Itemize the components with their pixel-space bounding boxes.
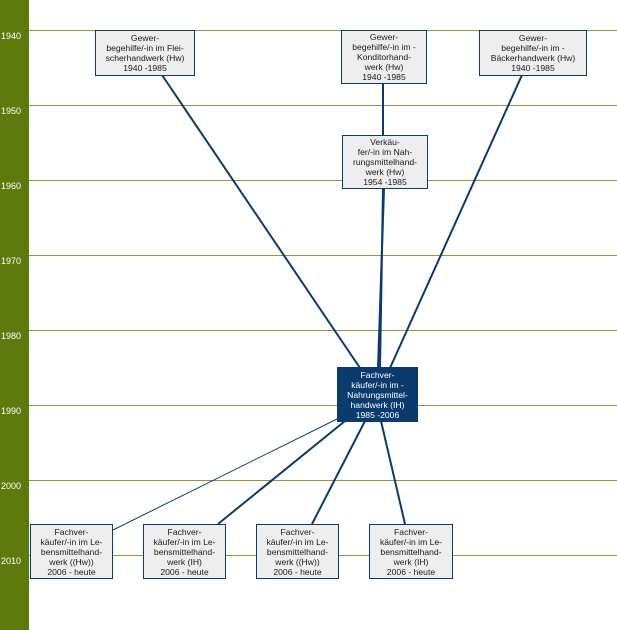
timeline-sidebar — [0, 0, 29, 630]
edge-konditor-center — [377, 188, 385, 369]
node-title: Fachver- käufer/-in im Le- bensmittelhan… — [266, 526, 329, 567]
edge-fleischer-center — [161, 74, 361, 369]
year-label-2000: 2000 — [1, 481, 22, 491]
node-period: 2006 - heute — [160, 566, 209, 577]
node-title: Fachver- käufer/-in im Le- bensmittelhan… — [379, 526, 443, 567]
edge-center-leb-ih-2 — [380, 420, 406, 525]
node-period: 2006 - heute — [47, 566, 96, 577]
node-fachverkaeufer-lebensmittelhandwerk-ih-1[interactable]: Fachver- käufer/-in im Le- bensmittelhan… — [143, 524, 226, 579]
year-label-1950: 1950 — [1, 106, 22, 116]
node-period: 1940 -1985 — [362, 72, 406, 82]
node-title: Fachver- käufer/-in im Le- bensmittelhan… — [40, 526, 103, 567]
year-label-1990: 1990 — [1, 406, 22, 416]
node-period: 1940 -1985 — [123, 63, 167, 73]
node-gewerbegehilfe-fleischerhandwerk[interactable]: Gewer- begehilfe/-in im Flei- scherhandw… — [95, 30, 195, 76]
node-period: 2006 - heute — [273, 566, 322, 577]
node-period: 1954 -1985 — [363, 177, 407, 187]
edge-center-leb-hw-1 — [112, 417, 340, 531]
node-gewerbegehilfe-baeckerhandwerk[interactable]: Gewer- begehilfe/-in im - Bäckerhandwerk… — [479, 30, 587, 76]
node-title: Fachver- käufer/-in im Le- bensmittelhan… — [153, 526, 216, 567]
year-label-1960: 1960 — [1, 181, 22, 191]
node-title: Fachver- käufer/-in im - Nahrungsmittel-… — [347, 369, 408, 410]
grid-line-1980 — [29, 330, 617, 331]
node-title: Gewer- begehilfe/-in im - Konditorhand- … — [352, 32, 416, 72]
grid-line-1950 — [29, 105, 617, 106]
node-period: 1940 -1985 — [511, 63, 555, 73]
node-title: Gewer- begehilfe/-in im Flei- scherhandw… — [105, 33, 185, 63]
grid-line-1970 — [29, 255, 617, 256]
node-gewerbegehilfe-konditorhandwerk[interactable]: Gewer- begehilfe/-in im - Konditorhand- … — [341, 30, 427, 84]
node-period: 2006 - heute — [386, 566, 436, 577]
node-fachverkaeufer-nahrungsmittelhandwerk-selected[interactable]: Fachver- käufer/-in im - Nahrungsmittel-… — [337, 367, 418, 422]
edge-center-leb-ih-1 — [217, 420, 346, 525]
year-label-1970: 1970 — [1, 256, 22, 266]
year-label-1940: 1940 — [1, 31, 22, 41]
edge-baecker-center — [389, 74, 523, 369]
year-label-2010: 2010 — [1, 556, 22, 566]
node-fachverkaeufer-lebensmittelhandwerk-hw-1[interactable]: Fachver- käufer/-in im Le- bensmittelhan… — [30, 524, 113, 579]
edge-center-leb-hw-2 — [311, 420, 366, 525]
node-fachverkaeufer-lebensmittelhandwerk-ih-2[interactable]: Fachver- käufer/-in im Le- bensmittelhan… — [369, 524, 453, 579]
node-verkaeufer-nahrungsmittelhandwerk[interactable]: Verkäu- fer/-in im Nah- rungsmittelhand-… — [342, 135, 428, 189]
grid-line-1940 — [29, 30, 617, 31]
node-fachverkaeufer-lebensmittelhandwerk-hw-2[interactable]: Fachver- käufer/-in im Le- bensmittelhan… — [256, 524, 339, 579]
year-label-1980: 1980 — [1, 331, 22, 341]
grid-line-1990 — [29, 405, 617, 406]
grid-line-2000 — [29, 480, 617, 481]
grid-line-1960 — [29, 180, 617, 181]
node-title: Gewer- begehilfe/-in im - Bäckerhandwerk… — [490, 33, 576, 63]
node-title: Verkäu- fer/-in im Nah- rungsmittelhand-… — [352, 137, 417, 177]
node-period: 1985 -2006 — [355, 409, 400, 420]
